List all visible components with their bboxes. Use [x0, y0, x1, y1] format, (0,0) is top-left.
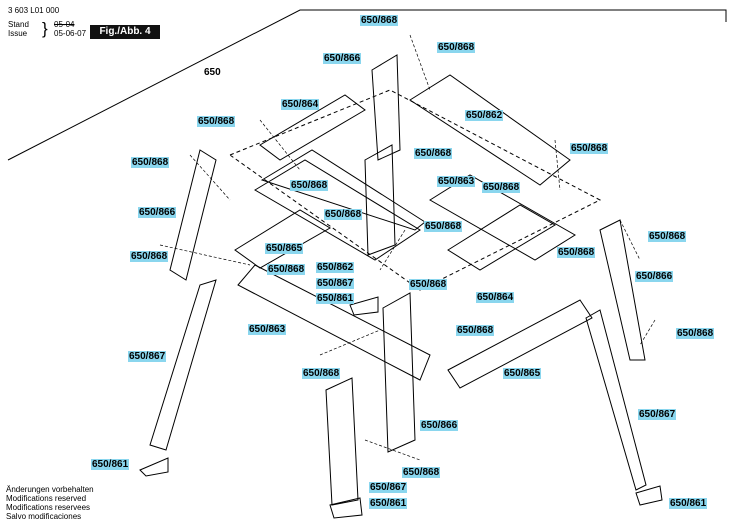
callout: 650/868	[290, 180, 329, 191]
figure-label: Fig./Abb. 4	[90, 25, 160, 39]
callout: 650/867	[369, 482, 408, 493]
callout: 650/868	[557, 247, 596, 258]
footer-line: Salvo modificaciones	[6, 512, 82, 521]
callout: 650/867	[316, 278, 355, 289]
callout: 650/868	[324, 209, 363, 220]
callout: 650/862	[316, 262, 355, 273]
callout: 650/868	[424, 221, 463, 232]
callout: 650/868	[402, 467, 441, 478]
callout: 650/868	[302, 368, 341, 379]
footer-line: Änderungen vorbehalten	[6, 485, 94, 494]
callout: 650/866	[323, 53, 362, 64]
footer-line: Modifications reservees	[6, 503, 91, 512]
callout: 650/868	[409, 279, 448, 290]
callout: 650/868	[360, 15, 399, 26]
callout: 650/862	[465, 110, 504, 121]
brace: }	[42, 19, 48, 38]
callout: 650/861	[91, 459, 130, 470]
callout: 650/864	[476, 292, 515, 303]
callout: 650/865	[265, 243, 304, 254]
footer-line: Modifications reserved	[6, 494, 87, 503]
callout: 650/861	[316, 293, 355, 304]
issue-value: 05-06-07	[54, 29, 87, 38]
stand-value: 05-04	[54, 20, 75, 29]
callout: 650/868	[648, 231, 687, 242]
stand-label: Stand	[8, 20, 29, 29]
callout: 650/868	[676, 328, 715, 339]
callout-650: 650	[204, 67, 221, 78]
callout: 650/866	[138, 207, 177, 218]
callout: 650/868	[437, 42, 476, 53]
callout: 650/867	[128, 351, 167, 362]
callout: 650/868	[456, 325, 495, 336]
callout: 650/868	[131, 157, 170, 168]
callout: 650/868	[197, 116, 236, 127]
issue-label: Issue	[8, 29, 28, 38]
callout: 650/868	[130, 251, 169, 262]
callout: 650/866	[420, 420, 459, 431]
callout: 650/861	[369, 498, 408, 509]
callout: 650/866	[635, 271, 674, 282]
callout: 650/861	[669, 498, 708, 509]
doc-number: 3 603 L01 000	[8, 6, 60, 15]
callout: 650/868	[570, 143, 609, 154]
callout: 650/864	[281, 99, 320, 110]
callout: 650/868	[482, 182, 521, 193]
callout: 650/865	[503, 368, 542, 379]
callout: 650/863	[437, 176, 476, 187]
callout: 650/868	[414, 148, 453, 159]
callout: 650/868	[267, 264, 306, 275]
callout: 650/867	[638, 409, 677, 420]
callout: 650/863	[248, 324, 287, 335]
